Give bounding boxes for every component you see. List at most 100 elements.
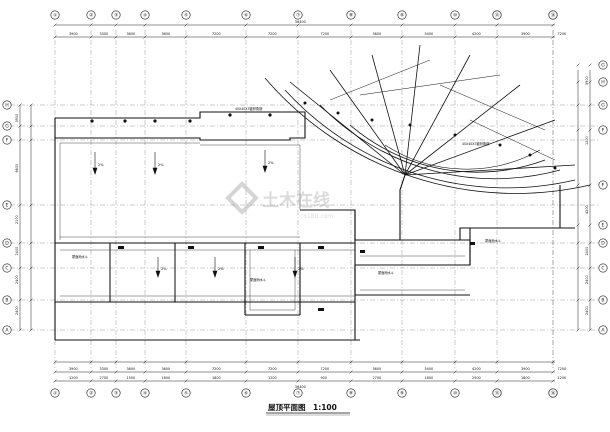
dimension-value: 3900 (521, 32, 530, 36)
grid-bubble-label: C (5, 266, 8, 272)
grid-bubble: C (2, 263, 12, 273)
grid-bubble: ④ (140, 388, 150, 398)
dim-tick (453, 23, 457, 27)
dim-tick (349, 370, 353, 374)
roof-drains (90, 113, 475, 311)
dimension-value: 1800 (425, 376, 434, 380)
grid-bubble: ⑬ (492, 388, 502, 398)
grid-bubble: ⑨ (397, 388, 407, 398)
dimension-value: 5900 (585, 76, 589, 85)
dimension-value: 7200 (558, 367, 567, 371)
grid-bubble-label: ⑧ (349, 13, 353, 19)
dimension-value: 3900 (69, 32, 78, 36)
canopy-nodes (303, 101, 557, 170)
dimension-value: 3900 (521, 367, 530, 371)
grid-bubble: B (2, 295, 12, 305)
dim-tick (576, 183, 580, 187)
grid-bubble: ⑧ (346, 10, 356, 20)
dimension-value: 7200 (268, 367, 277, 371)
dim-tick (576, 63, 580, 67)
grid-bubble: B (598, 295, 608, 305)
watermark: 土木在线 co188.com (225, 181, 333, 220)
dimension-value: 3600 (127, 32, 136, 36)
dim-tick (244, 23, 248, 27)
dim-tick (576, 128, 580, 132)
grid-bubble-label: ⑨ (400, 13, 404, 19)
dim-tick (576, 223, 580, 227)
slope-arrows (92, 150, 298, 278)
dim-tick (576, 80, 580, 84)
grid-bubble: ② (86, 10, 96, 20)
grid-bubbles: ①②③④⑤⑥⑦⑧⑨⑩⑪⑫⑬⑭①②③④⑤⑥⑦⑧⑨⑩⑪⑫⑬⑭HGFEDCBAGHGF… (2, 10, 608, 398)
building-outline (54, 111, 575, 341)
dimension-total: 56400 (295, 20, 306, 24)
grid-bubble: G (2, 121, 12, 131)
dim-tick (453, 370, 457, 374)
slope-label: 2% (268, 161, 274, 165)
dim-tick (184, 23, 188, 27)
dim-tick (184, 370, 188, 374)
dim-tick (114, 370, 118, 374)
drawing-scale: 1:100 (313, 403, 337, 412)
grid-bubble: ⑩ (450, 388, 460, 398)
dim-tick (53, 379, 57, 383)
dim-tick (588, 80, 592, 84)
dimension-value: 7200 (268, 32, 277, 36)
grid-bubble-label: D (601, 241, 605, 247)
slope-label: 2% (218, 267, 224, 271)
dim-tick (495, 23, 499, 27)
dim-tick (400, 23, 404, 27)
dimension-value: 1800 (162, 376, 171, 380)
grid-bubble-label: C (601, 266, 604, 272)
dim-tick (551, 379, 555, 383)
grid-bubble-label: ④ (143, 391, 147, 397)
dimension-value: 5400 (425, 32, 434, 36)
grid-bubble: ③ (111, 10, 121, 20)
dim-tick (588, 223, 592, 227)
dim-tick (296, 370, 300, 374)
roof-inner-lines (59, 142, 465, 311)
grid-bubble-label: ⑭ (551, 12, 556, 19)
dim-tick (588, 63, 592, 67)
dim-tick (296, 379, 300, 383)
grid-bubble: ④ (140, 10, 150, 20)
grid-bubble-label: G (5, 124, 9, 130)
dim-tick (551, 23, 555, 27)
dimension-value: 2700 (100, 376, 109, 380)
grid-bubble-label: ⑦ (296, 391, 300, 397)
dimension-value: 2400 (585, 247, 589, 256)
grid-bubble: D (2, 238, 12, 248)
dimension-value: 3300 (100, 367, 109, 371)
dimension-value: 3600 (127, 367, 136, 371)
dimension-value: 7200 (321, 367, 330, 371)
note-rain-head: 屋面雨水斗 (485, 238, 501, 243)
dimension-value: 2400 (15, 275, 19, 284)
grid-bubble: H (598, 77, 608, 87)
grid-bubble: ③ (111, 388, 121, 398)
dim-tick (400, 379, 404, 383)
grid-bubble-label: B (5, 298, 8, 304)
dim-tick (495, 370, 499, 374)
dim-tick (296, 23, 300, 27)
grid-bubble: A (598, 325, 608, 335)
dimension-value: 7200 (321, 32, 330, 36)
dim-tick (244, 379, 248, 383)
dim-tick (453, 379, 457, 383)
dim-tick (551, 370, 555, 374)
grid-bubble-label: B (601, 298, 604, 304)
grid-bubble-label: ⑭ (551, 390, 556, 397)
grid-bubble-label: F (602, 183, 605, 189)
dimension-value: 3600 (373, 367, 382, 371)
grid-bubble: E (2, 200, 12, 210)
dimension-value: 3600 (373, 32, 382, 36)
dimension-value: 1200 (69, 376, 78, 380)
dimension-value: 900 (321, 376, 327, 380)
grid-bubble: ② (86, 388, 96, 398)
grid-bubble-label: A (601, 328, 605, 334)
note-rain-head: 屋面雨水斗 (72, 254, 88, 259)
grid-bubble-label: ⑥ (244, 391, 248, 397)
grid-bubble-label: E (6, 203, 9, 209)
grid-bubble: D (598, 238, 608, 248)
dimension-value: 1200 (558, 376, 567, 380)
